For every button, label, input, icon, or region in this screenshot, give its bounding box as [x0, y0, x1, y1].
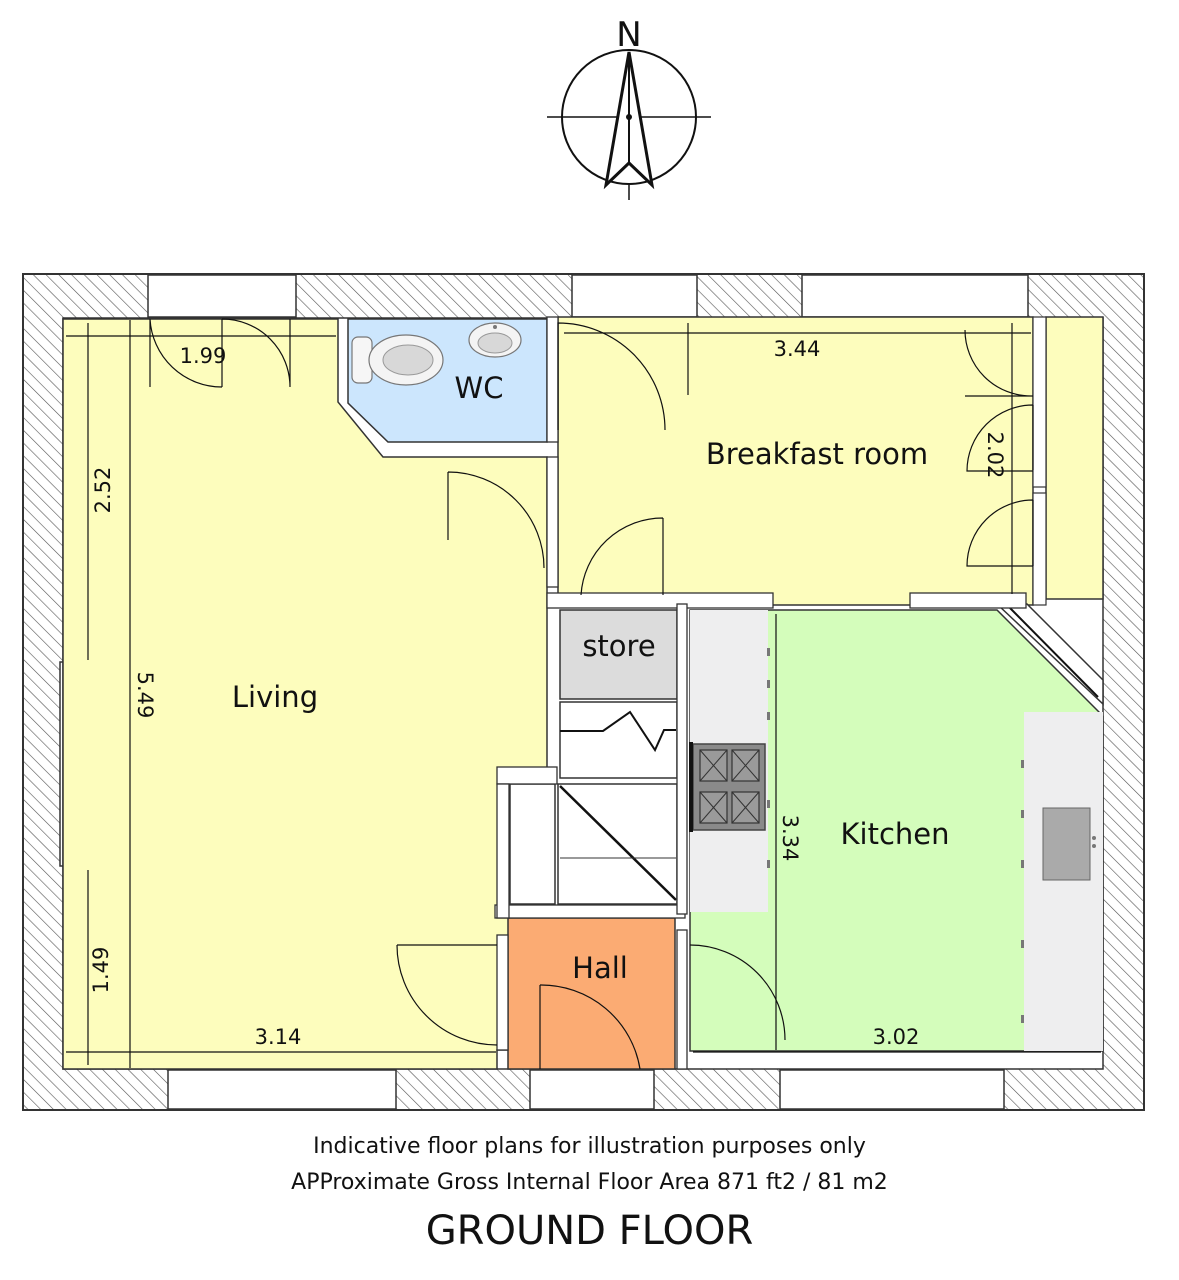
north-compass: N [547, 15, 711, 200]
dim-living-height: 5.49 [133, 672, 157, 719]
kitchen-counters [689, 610, 1103, 1051]
label-kitchen: Kitchen [841, 817, 950, 851]
label-living: Living [232, 680, 318, 714]
room-breakfast [557, 316, 1034, 606]
label-store: store [582, 629, 655, 663]
dimension-lines [66, 320, 1101, 1068]
label-wc: WC [455, 371, 504, 405]
dim-breakfast-width: 3.44 [774, 337, 821, 361]
sink [1042, 807, 1091, 881]
door-swings [149, 318, 1034, 1070]
dim-kitchen-height: 3.34 [778, 815, 802, 862]
dim-breakfast-height: 2.02 [983, 432, 1007, 479]
room-living [62, 318, 548, 1070]
label-hall: Hall [572, 951, 628, 985]
north-label: N [616, 15, 641, 55]
dim-living-lower: 1.49 [89, 947, 113, 994]
dim-kitchen-width: 3.02 [873, 1025, 920, 1049]
floor-title: GROUND FLOOR [425, 1208, 754, 1254]
toilet [351, 334, 444, 386]
room-store [559, 609, 678, 700]
room-hall [507, 917, 676, 1070]
label-breakfast: Breakfast room [706, 437, 928, 471]
floor-area-text: APProximate Gross Internal Floor Area 87… [291, 1170, 888, 1195]
wash-basin [468, 322, 522, 358]
dim-living-top: 1.99 [180, 344, 227, 368]
dim-living-upper: 2.52 [91, 467, 115, 514]
disclaimer-text: Indicative floor plans for illustration … [313, 1134, 866, 1159]
floor-plan: N [22, 15, 1145, 1111]
dim-living-bottom: 3.14 [255, 1025, 302, 1049]
right-strip [1045, 316, 1104, 600]
staircase [509, 701, 678, 905]
